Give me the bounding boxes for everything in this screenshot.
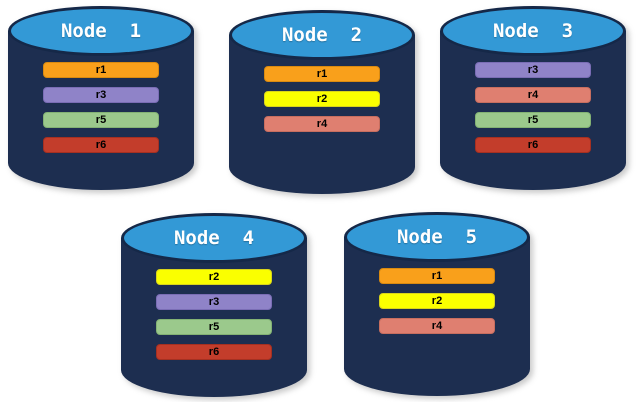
replica-label: r6: [527, 138, 539, 151]
node-title: Node 3: [492, 20, 574, 42]
node-title: Node 4: [173, 227, 255, 249]
replica-bar: r4: [264, 116, 380, 132]
node-title: Node 1: [60, 20, 142, 42]
replica-label: r2: [208, 270, 220, 283]
replica-bar: r1: [264, 66, 380, 82]
cylinder-top: Node 5: [344, 212, 530, 262]
replica-bar: r3: [43, 87, 159, 103]
database-node: r1 r2 r4 Node 5: [344, 212, 530, 396]
replica-label: r6: [95, 138, 107, 151]
replica-list: r1 r3 r5 r6: [8, 62, 194, 153]
replica-bar: r5: [156, 319, 272, 335]
replica-bar: r2: [264, 91, 380, 107]
replica-list: r1 r2 r4: [229, 66, 415, 132]
replica-bar: r4: [379, 318, 495, 334]
replica-bar: r6: [475, 137, 591, 153]
database-node: r3 r4 r5 r6 Node 3: [440, 6, 626, 190]
replica-bar: r3: [475, 62, 591, 78]
database-node: r2 r3 r5 r6 Node 4: [121, 213, 307, 397]
replica-label: r3: [208, 295, 220, 308]
replica-list: r3 r4 r5 r6: [440, 62, 626, 153]
replica-label: r1: [431, 269, 443, 282]
cylinder-body: [121, 238, 307, 397]
replica-label: r3: [527, 63, 539, 76]
replica-label: r6: [208, 345, 220, 358]
replica-label: r5: [527, 113, 539, 126]
replica-label: r5: [95, 113, 107, 126]
replica-bar: r3: [156, 294, 272, 310]
database-node: r1 r2 r4 Node 2: [229, 10, 415, 194]
cylinder-top: Node 2: [229, 10, 415, 60]
replica-bar: r2: [156, 269, 272, 285]
database-node: r1 r3 r5 r6 Node 1: [8, 6, 194, 190]
node-title: Node 5: [396, 226, 478, 248]
cylinder-body: [229, 35, 415, 194]
replica-label: r5: [208, 320, 220, 333]
replica-label: r4: [316, 117, 328, 130]
node-title: Node 2: [281, 24, 363, 46]
replica-label: r2: [431, 294, 443, 307]
cylinder-body: [440, 31, 626, 190]
cylinder-body: [8, 31, 194, 190]
replica-bar: r6: [43, 137, 159, 153]
replica-label: r2: [316, 92, 328, 105]
replica-label: r4: [527, 88, 539, 101]
replica-list: r1 r2 r4: [344, 268, 530, 334]
replica-list: r2 r3 r5 r6: [121, 269, 307, 360]
cylinder-top: Node 4: [121, 213, 307, 263]
cylinder-top: Node 3: [440, 6, 626, 56]
replica-bar: r1: [379, 268, 495, 284]
replica-bar: r6: [156, 344, 272, 360]
replica-bar: r5: [475, 112, 591, 128]
replica-bar: r4: [475, 87, 591, 103]
replica-label: r4: [431, 319, 443, 332]
replica-label: r1: [95, 63, 107, 76]
replica-label: r1: [316, 67, 328, 80]
replica-label: r3: [95, 88, 107, 101]
replica-bar: r1: [43, 62, 159, 78]
cylinder-top: Node 1: [8, 6, 194, 56]
cylinder-body: [344, 237, 530, 396]
replica-bar: r5: [43, 112, 159, 128]
replica-bar: r2: [379, 293, 495, 309]
